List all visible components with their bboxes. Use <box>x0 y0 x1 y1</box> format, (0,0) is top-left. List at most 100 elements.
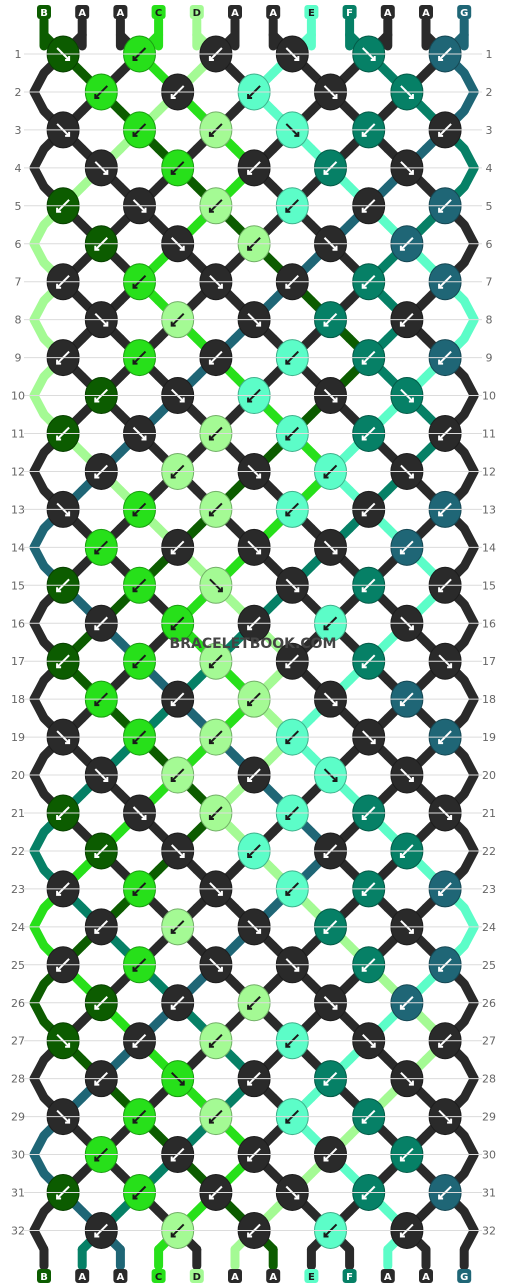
knot-arrowhead-icon <box>361 359 367 365</box>
knot-arrowhead-icon <box>447 663 453 669</box>
knot-arrowhead-icon <box>399 1156 405 1162</box>
string-tag-top <box>342 5 357 19</box>
string-tag-bottom <box>113 1269 128 1283</box>
knot-arrowhead-icon <box>170 473 176 479</box>
row-number-right: 17 <box>482 655 496 668</box>
knot-arrowhead-icon <box>56 1194 62 1200</box>
knot-arrowhead-icon <box>408 397 414 403</box>
string-tag-bottom-label: E <box>308 1272 315 1283</box>
knot-arrowhead-icon <box>56 890 62 896</box>
knot-arrowhead-icon <box>399 852 405 858</box>
string-tag-top-label: B <box>40 8 48 19</box>
row-number-right: 24 <box>482 921 496 934</box>
knot-arrowhead-icon <box>94 1232 100 1238</box>
knot-arrowhead-icon <box>408 625 414 631</box>
knot-arrowhead-icon <box>370 56 376 61</box>
row-number-left: 13 <box>11 503 25 516</box>
row-number-left: 20 <box>11 769 25 782</box>
row-number-left: 6 <box>15 238 22 251</box>
string-tag-top-label: A <box>384 8 392 19</box>
string-tag-bottom-label: A <box>78 1272 86 1283</box>
row-number-right: 21 <box>482 807 496 820</box>
string-tag-top-label: A <box>117 8 125 19</box>
knot-arrowhead-icon <box>285 1118 291 1124</box>
knot-arrowhead-icon <box>94 1004 100 1010</box>
knot-arrowhead-icon <box>208 739 214 745</box>
knot-arrowhead-icon <box>132 131 138 137</box>
knot-arrowhead-icon <box>332 397 338 403</box>
row-number-left: 4 <box>15 162 22 175</box>
knot-arrowhead-icon <box>132 511 138 517</box>
knot-arrowhead-icon <box>217 283 223 289</box>
knot-arrowhead-icon <box>408 169 414 175</box>
knot-arrowhead-icon <box>94 852 100 858</box>
knot-arrowhead-icon <box>65 56 71 61</box>
knot-arrowhead-icon <box>399 245 405 251</box>
knot-arrowhead-icon <box>65 1042 71 1048</box>
knot-arrowhead-icon <box>208 1042 214 1048</box>
knot-arrowhead-icon <box>285 207 291 213</box>
knot-arrowhead-icon <box>361 966 367 972</box>
knot-arrowhead-icon <box>285 1042 291 1048</box>
knot-arrowhead-icon <box>132 587 138 593</box>
knot-arrowhead-icon <box>361 131 367 137</box>
knot-arrowhead-icon <box>370 739 376 745</box>
row-number-right: 1 <box>486 48 493 61</box>
row-number-left: 30 <box>11 1149 25 1162</box>
knot-arrowhead-icon <box>94 701 100 707</box>
knot-arrowhead-icon <box>256 928 262 934</box>
knot-arrowhead-icon <box>179 1080 185 1086</box>
string-tag-top-label: F <box>346 8 353 19</box>
string-tag-bottom <box>266 1269 281 1283</box>
knot-arrowhead-icon <box>103 321 109 327</box>
string-tag-bottom <box>151 1269 166 1283</box>
string-tag-top <box>457 5 472 19</box>
knot-arrowhead-icon <box>294 966 300 972</box>
knot-arrowhead-icon <box>247 1080 253 1086</box>
knot-arrowhead-icon <box>399 1004 405 1010</box>
string-tag-top-label: A <box>269 8 277 19</box>
knot-arrowhead-icon <box>170 777 176 783</box>
row-number-left: 15 <box>11 579 25 592</box>
knot-arrowhead-icon <box>94 1156 100 1162</box>
knot-arrowhead-icon <box>56 663 62 669</box>
row-number-right: 27 <box>482 1035 496 1048</box>
row-number-left: 14 <box>11 541 25 554</box>
row-number-left: 19 <box>11 731 25 744</box>
string-tag-top-label: A <box>231 8 239 19</box>
knot-arrowhead-icon <box>208 359 214 365</box>
knot-arrowhead-icon <box>332 1004 338 1010</box>
knot-arrowhead-icon <box>132 1118 138 1124</box>
row-number-right: 2 <box>486 86 493 99</box>
knot-arrowhead-icon <box>323 852 329 858</box>
row-number-left: 12 <box>11 465 25 478</box>
knot-arrowhead-icon <box>256 473 262 479</box>
knot-arrowhead-icon <box>132 739 138 745</box>
row-number-left: 1 <box>15 48 22 61</box>
knot-arrowhead-icon <box>361 1118 367 1124</box>
knot-arrowhead-icon <box>332 777 338 783</box>
knot-arrowhead-icon <box>285 663 291 669</box>
knot-arrowhead-icon <box>323 1156 329 1162</box>
knot-arrowhead-icon <box>247 701 253 707</box>
knot-arrowhead-icon <box>170 701 176 707</box>
string-tag-top <box>380 5 395 19</box>
knot-arrowhead-icon <box>294 1194 300 1200</box>
knot-arrowhead-icon <box>285 511 291 517</box>
knot-arrowhead-icon <box>332 549 338 555</box>
string-tag-bottom <box>228 1269 242 1283</box>
knot-arrowhead-icon <box>370 1042 376 1048</box>
knot-arrowhead-icon <box>179 397 185 403</box>
knot-arrowhead-icon <box>141 815 147 820</box>
string-tag-top-label: C <box>155 8 162 19</box>
knot-arrowhead-icon <box>132 1194 138 1200</box>
knot-arrowhead-icon <box>247 93 253 99</box>
knot-arrowhead-icon <box>132 663 138 669</box>
knot-arrowhead-icon <box>247 625 253 631</box>
string-tag-top <box>304 5 319 19</box>
row-number-left: 17 <box>11 655 25 668</box>
knot-arrowhead-icon <box>132 966 138 972</box>
row-number-left: 3 <box>15 124 22 137</box>
